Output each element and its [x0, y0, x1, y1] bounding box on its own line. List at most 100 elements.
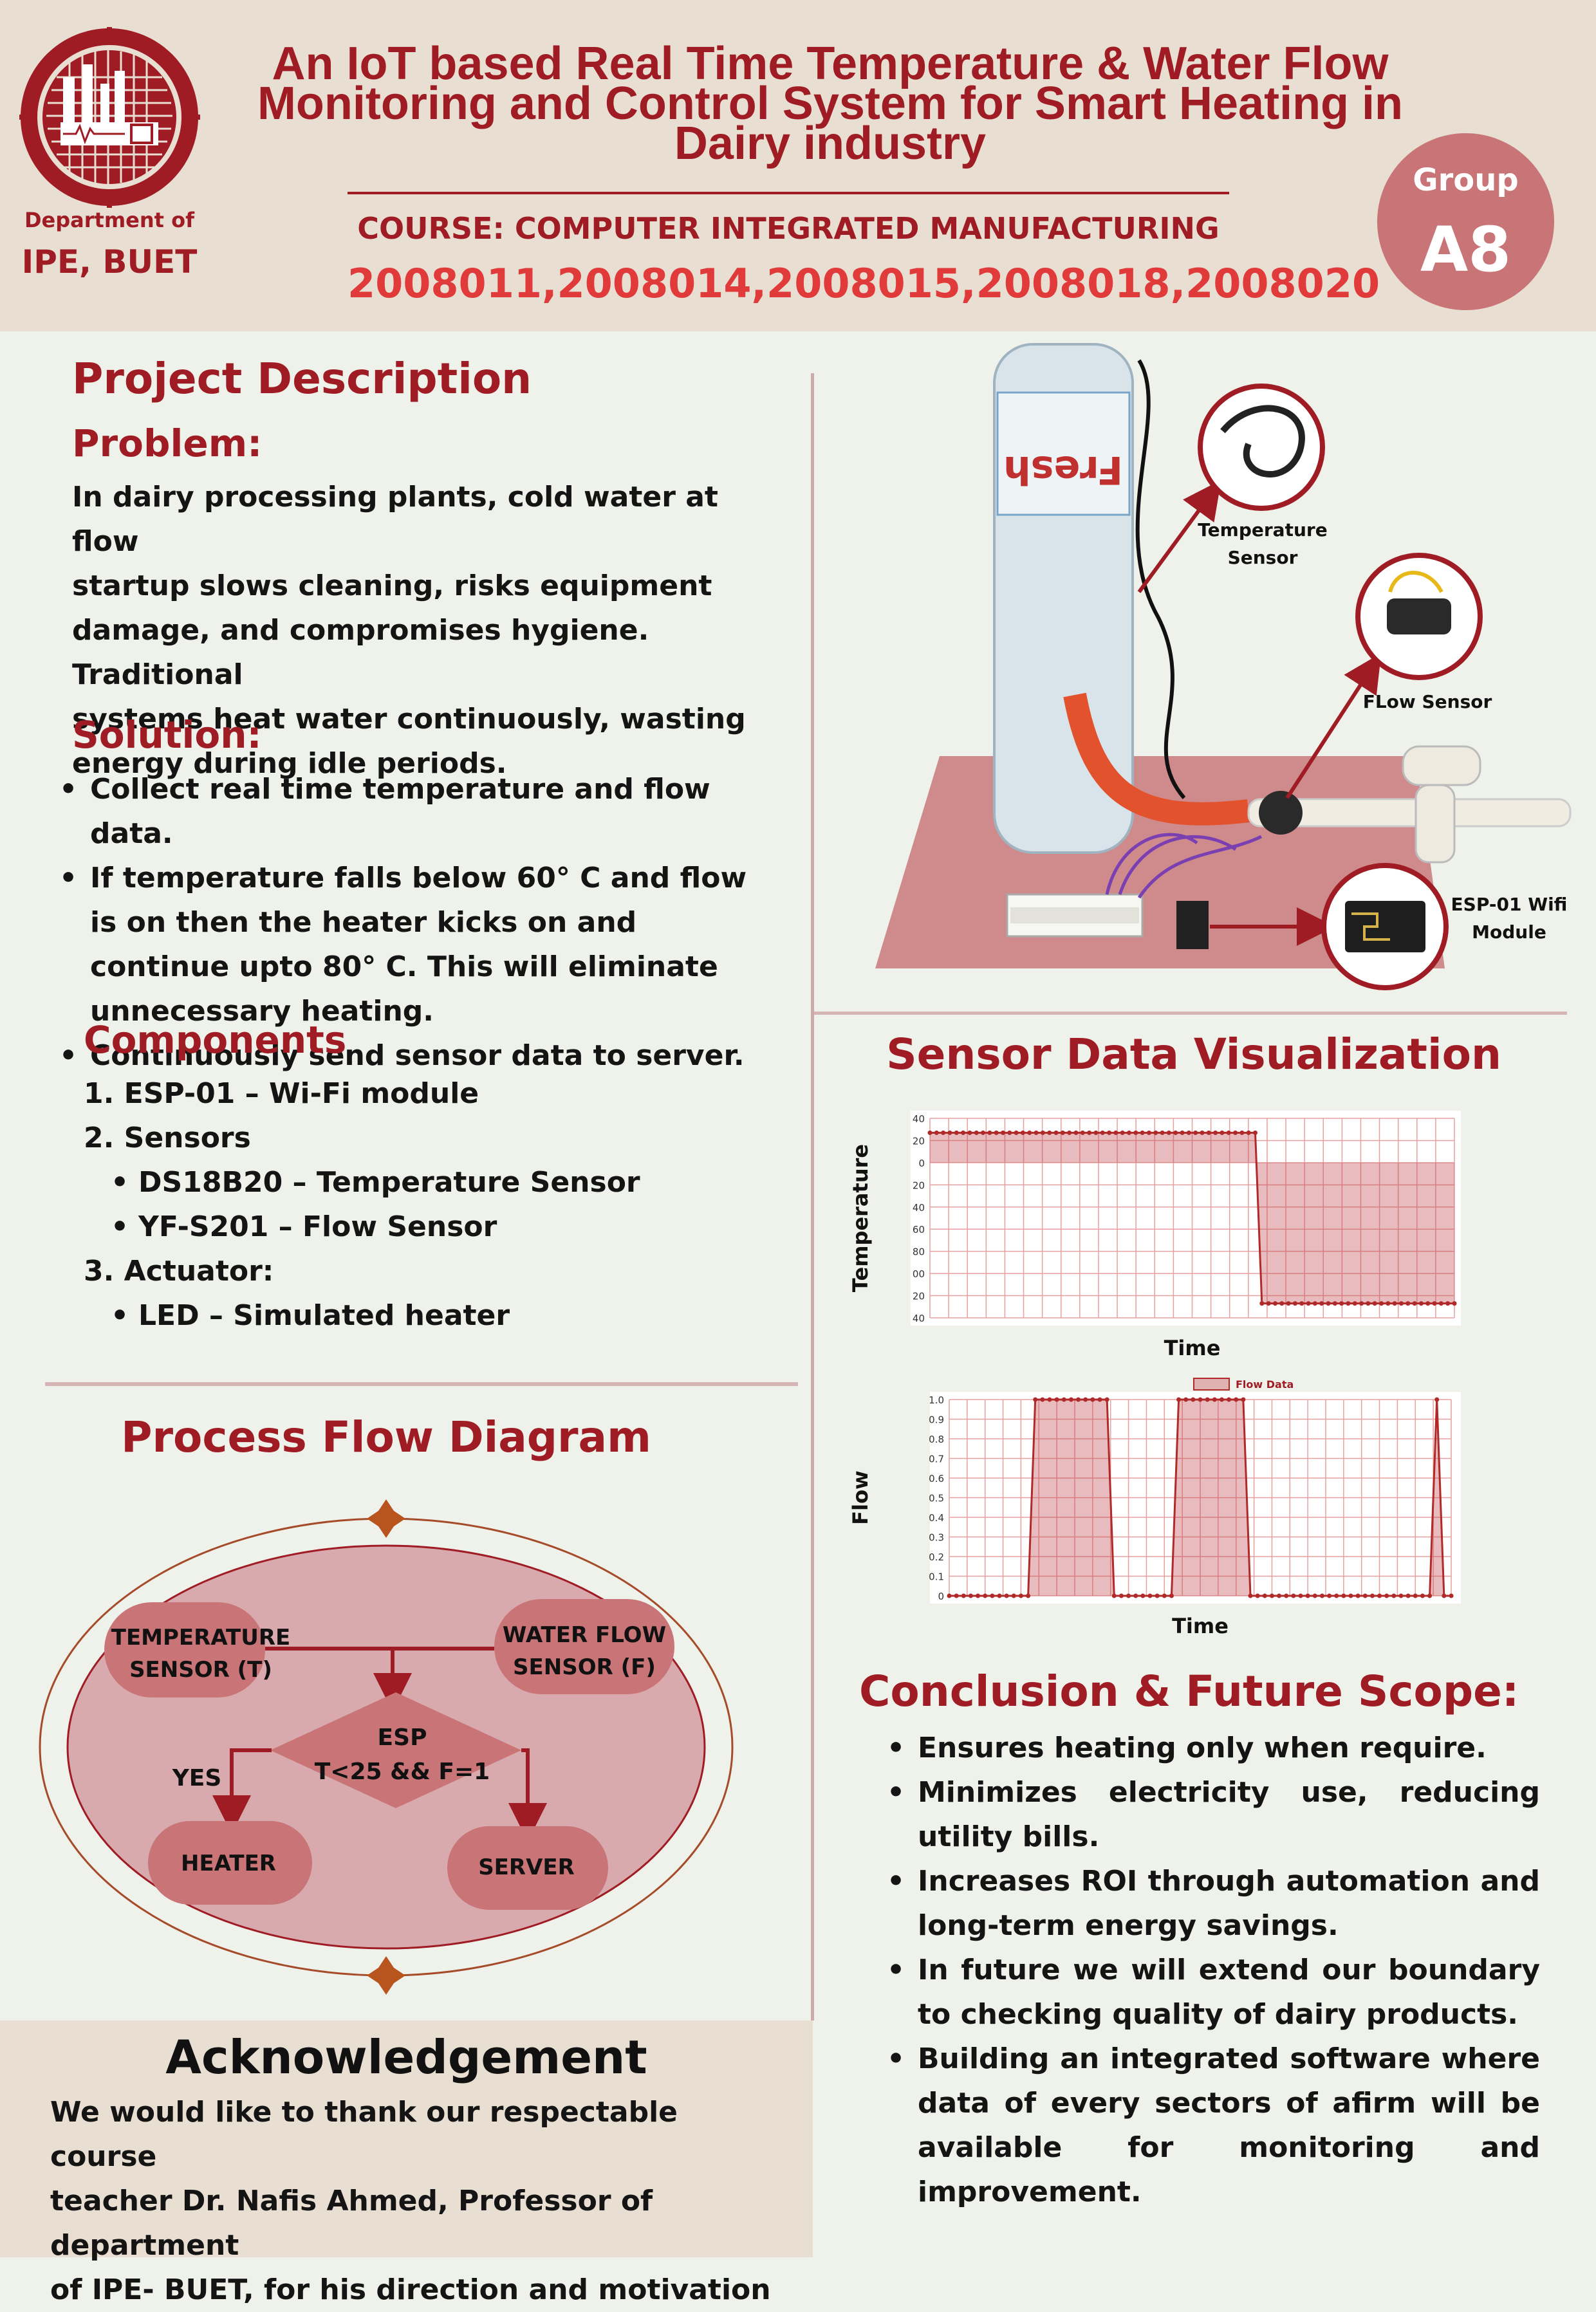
problem-line: In dairy processing plants, cold water a…	[72, 481, 718, 558]
data-point	[1259, 1301, 1265, 1306]
flow-sensor-device	[1387, 598, 1451, 634]
y-tick-label: 0.3	[929, 1532, 944, 1544]
data-point	[1000, 1130, 1005, 1135]
group-label: Group	[1413, 162, 1519, 198]
data-point	[1312, 1301, 1317, 1306]
data-point	[961, 1593, 966, 1598]
data-point	[1327, 1593, 1332, 1598]
data-point	[1298, 1593, 1303, 1598]
conclusion-item: Minimizes electricity use, reducing util…	[887, 1770, 1540, 1859]
data-point	[1272, 1301, 1277, 1306]
component-bullet: •	[111, 1210, 129, 1243]
data-point	[1198, 1397, 1203, 1402]
data-point	[1398, 1301, 1404, 1306]
y-tick-label: 0.8	[929, 1434, 944, 1445]
y-tick-label: 1.0	[929, 1394, 944, 1406]
data-point	[1292, 1301, 1297, 1306]
data-point	[954, 1593, 959, 1598]
problem-line: damage, and compromises hygiene. Traditi…	[72, 614, 649, 691]
esp-module-small	[1176, 901, 1209, 949]
data-point	[1180, 1130, 1185, 1135]
y-tick-label: 0.9	[929, 1414, 944, 1426]
data-point	[994, 1130, 999, 1135]
data-point	[1227, 1397, 1232, 1402]
data-point	[1384, 1593, 1389, 1598]
data-point	[1234, 1397, 1239, 1402]
y-tick-label: 60	[913, 1224, 925, 1235]
y-tick-label: 0.5	[929, 1493, 944, 1504]
server-node	[447, 1826, 608, 1910]
to-server-arrow	[508, 1748, 547, 1842]
acknowledgement-line: We would like to thank our respectable c…	[50, 2096, 678, 2173]
flow-sensor-arrow	[1285, 652, 1382, 799]
data-point	[1420, 1593, 1425, 1598]
component-line: DS18B20 – Temperature Sensor	[138, 1166, 640, 1199]
data-point	[1140, 1130, 1145, 1135]
solution-item: Continuously send sensor data to server.	[59, 1033, 774, 1078]
data-point	[1176, 1397, 1182, 1402]
data-point	[1083, 1397, 1088, 1402]
bottle-brand: Fresh	[1003, 447, 1123, 492]
y-tick-label: 0.2	[929, 1551, 944, 1563]
data-point	[1306, 1301, 1311, 1306]
data-point	[1060, 1130, 1065, 1135]
data-point	[1248, 1593, 1253, 1598]
data-point	[1166, 1130, 1171, 1135]
problem-line: startup slows cleaning, risks equipment	[72, 569, 712, 602]
data-point	[1191, 1397, 1196, 1402]
data-point	[1362, 1593, 1368, 1598]
temperature-node-label: SENSOR (T)	[129, 1657, 272, 1683]
diamond-ornament-bottom	[367, 1956, 405, 1995]
data-point	[1241, 1397, 1246, 1402]
flow-sensor-wires	[1388, 571, 1443, 593]
temperature-sensor-image	[1198, 384, 1325, 511]
data-point	[1007, 1130, 1012, 1135]
temp-sensor-arrow	[1137, 479, 1221, 593]
flow-sensor-body	[1259, 791, 1303, 835]
data-point	[927, 1130, 933, 1135]
data-point	[968, 1593, 973, 1598]
esp-node-label: T<25 && F=1	[315, 1759, 490, 1785]
hot-water-pipe	[1063, 692, 1250, 826]
data-point	[1359, 1301, 1364, 1306]
buet-logo	[19, 27, 200, 208]
data-point	[1377, 1593, 1382, 1598]
data-point	[1253, 1130, 1258, 1135]
flow-sensor-label: FLow Sensor	[1363, 691, 1492, 712]
temperature-probe-cable	[1220, 405, 1305, 477]
esp-node-label: ESP	[378, 1725, 427, 1751]
data-point	[1305, 1593, 1310, 1598]
data-point	[1186, 1130, 1191, 1135]
heater-node-label: HEATER	[181, 1851, 276, 1876]
y-tick-label: 0	[918, 1158, 925, 1169]
water-flow-node-label: WATER FLOW	[503, 1622, 666, 1648]
y-tick-label: 80	[913, 1246, 925, 1258]
data-point	[1147, 1593, 1153, 1598]
water-flow-sensor-node	[494, 1599, 674, 1694]
data-point	[1020, 1130, 1025, 1135]
data-point	[1073, 1130, 1079, 1135]
data-point	[1449, 1593, 1454, 1598]
group-badge: Group A8	[1377, 133, 1554, 310]
conclusion-item: Increases ROI through automation and lon…	[887, 1859, 1540, 1948]
data-point	[1269, 1593, 1274, 1598]
temperature-sensor-label: Temperature	[1198, 519, 1327, 541]
data-point	[1284, 1593, 1289, 1598]
data-point	[1226, 1130, 1231, 1135]
data-point	[1093, 1130, 1099, 1135]
diamond-ornament-top	[367, 1499, 405, 1538]
data-point	[1206, 1130, 1211, 1135]
y-tick-label: 20	[913, 1179, 925, 1191]
process-flow-heading: Process Flow Diagram	[121, 1412, 651, 1462]
server-node-label: SERVER	[478, 1854, 575, 1880]
data-point	[1445, 1301, 1451, 1306]
data-point	[1118, 1593, 1124, 1598]
data-point	[961, 1130, 966, 1135]
temperature-sensor-node	[104, 1602, 265, 1697]
solution-heading: Solution:	[72, 713, 262, 757]
bottle-label	[996, 391, 1131, 516]
data-point	[1220, 1130, 1225, 1135]
data-point	[976, 1593, 981, 1598]
component-bullet: •	[111, 1299, 129, 1332]
